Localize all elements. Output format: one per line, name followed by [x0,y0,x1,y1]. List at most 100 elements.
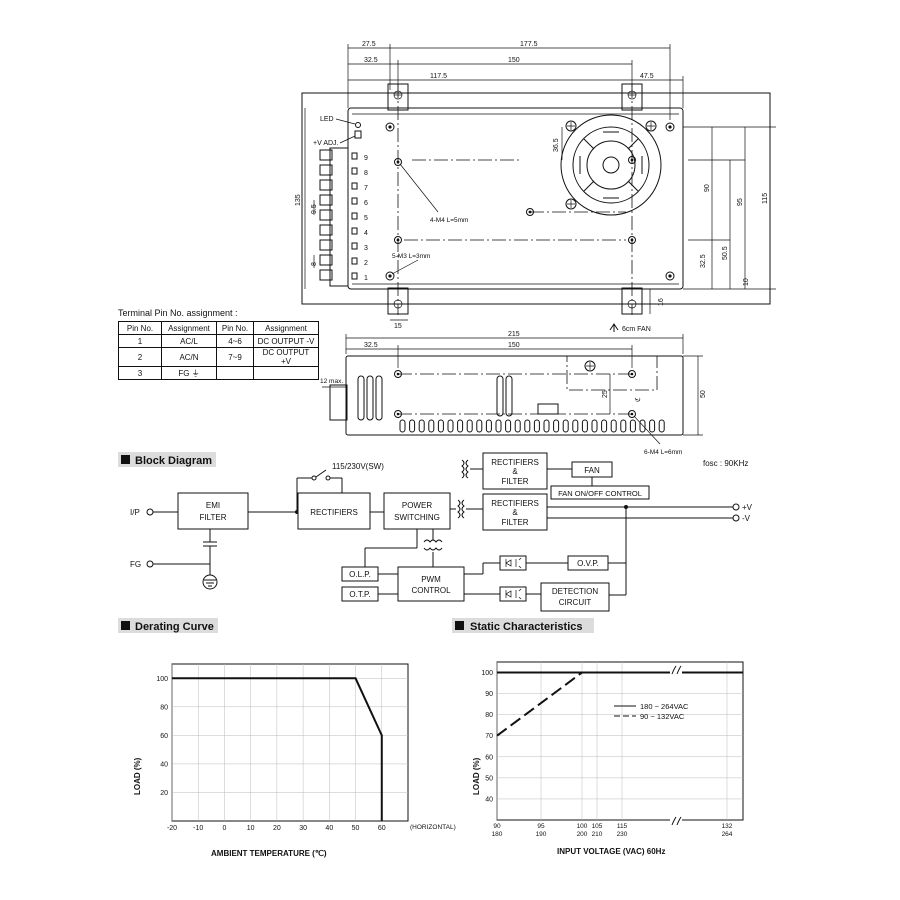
block-diagram-title: Block Diagram [135,455,212,467]
fan-label: 6cm FAN [622,326,651,333]
rectifiers-block [297,492,371,530]
dim-10: 10 [743,278,750,286]
filter-label: FILTER [200,513,227,522]
fan-block-label: FAN [584,466,600,475]
y-tick-label: 50 [485,775,493,782]
screw-note-4m4: 4-M4 L=5mm [430,217,468,224]
block-diagram: Block Diagram fosc : 90KHz I/P EMI FILTE… [118,452,753,612]
y-tick-label: 80 [485,712,493,719]
derating-xlabel: AMBIENT TEMPERATURE (℃) [211,849,327,858]
table-row: 2 AC/N 7~9 DC OUTPUT +V [118,347,319,367]
airflow-arrow-icon [609,323,619,332]
rect-filter-label: RECTIFIERS [491,458,539,467]
table-cell: 4~6 [216,334,254,348]
plus-v-label: +V [742,503,753,512]
y-tick-label: 80 [160,704,168,711]
static-title: Static Characteristics [470,621,583,633]
fg-label: FG [130,560,141,569]
derating-ylabel: LOAD (%) [133,757,142,795]
vent-row [399,419,665,433]
derating-series-line [172,677,383,821]
fosc-label: fosc : 90KHz [703,459,748,468]
pin-label: 4 [364,230,368,237]
table-cell [216,366,254,380]
vent-slot [466,419,473,433]
dim-177-5: 177.5 [520,41,538,48]
screw-note-6m4: 6-M4 L=6mm [644,449,682,456]
vent-slot [495,419,502,433]
legend-solid: 180 ~ 264VAC [640,702,689,711]
vent-slot [658,419,665,433]
rect-filter-label: FILTER [502,477,529,486]
legend-dashed: 90 ~ 132VAC [640,712,685,721]
terminal-block: 9 8 7 6 5 4 3 2 1 [319,147,368,287]
x-tick-label: 60 [378,825,386,832]
rect-filter-label: & [512,467,518,476]
dim-side-50: 50 [700,390,707,398]
terminal-pin-table: Pin No. Assignment Pin No. Assignment 1 … [118,321,319,380]
static-ylabel: LOAD (%) [472,757,481,795]
x-tick-label: 210 [592,831,603,838]
pin-label: 8 [364,170,368,177]
pin-label: 6 [364,200,368,207]
table-cell: 2 [118,347,162,367]
ovp-label: O.V.P. [577,559,599,568]
rect-filter-label: & [512,508,518,517]
detection-label: DETECTION [552,587,598,596]
y-tick-label: 100 [481,670,493,677]
vent-slot [409,419,416,433]
y-tick-label: 40 [160,761,168,768]
dim-9-5: 9.5 [311,204,318,214]
vent-slot [428,419,435,433]
x-tick-label: 90 [493,823,501,830]
x-tick-label: -20 [167,825,177,832]
x-tick-label: 95 [537,823,545,830]
emi-filter-block [177,492,249,530]
vent-slot [591,419,598,433]
olp-label: O.L.P. [349,570,371,579]
dim-135: 135 [295,194,302,206]
table-cell: 1 [118,334,162,348]
y-tick-label: 100 [156,676,168,683]
y-tick-label: 90 [485,691,493,698]
vent-slot [610,419,617,433]
rectifiers-filter-output-block [482,493,548,531]
vent-slot [514,419,521,433]
table-row: 1 AC/L 4~6 DC OUTPUT -V [118,334,319,348]
fan-control-label: FAN ON/OFF CONTROL [558,489,642,498]
fan-grille-icon [560,114,662,216]
led-icon [355,122,361,128]
table-cell: DC OUTPUT +V [253,347,319,367]
y-tick-label: 70 [485,733,493,740]
vent-slot [543,419,550,433]
table-cell: AC/L [161,334,217,348]
x-tick-label: 0 [222,825,226,832]
led-label: LED [320,116,334,123]
ground-icon [202,574,218,590]
x-tick-label: 264 [722,831,733,838]
optocoupler-icon [499,586,527,602]
pin-label: 5 [364,215,368,222]
power-switching-block [383,492,451,530]
static-series-dashed [496,671,727,737]
fan-control-block [550,485,650,500]
dim-side-150: 150 [508,342,520,349]
power-label: POWER [402,501,432,510]
table-header: Assignment [161,321,217,335]
dim-32-5-right: 32.5 [700,254,707,268]
rect-filter-label: RECTIFIERS [491,499,539,508]
mechanical-top-view: 27.5 177.5 32.5 150 117.5 47.5 [295,41,776,333]
potentiometer-icon [354,130,362,139]
y-tick-label: 60 [160,733,168,740]
x-tick-label: 115 [617,823,628,830]
dim-15: 15 [394,323,402,330]
dim-215: 215 [508,331,520,338]
dim-90: 90 [704,184,711,192]
optocoupler-icon [499,555,527,571]
pin-label: 7 [364,185,368,192]
screw-note-5m3: 5-M3 L=3mm [392,253,430,260]
terminal-table-title: Terminal Pin No. assignment : [118,308,238,318]
table-cell [253,366,319,380]
y-tick-label: 40 [485,796,493,803]
